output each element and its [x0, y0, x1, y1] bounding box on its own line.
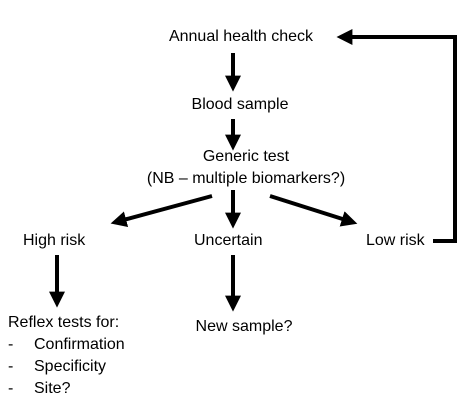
generic-test-title: Generic test — [202, 148, 290, 165]
reflex-item-bullet: - — [8, 380, 14, 397]
generic-test-note: (NB – multiple biomarkers?) — [146, 170, 346, 187]
reflex-item: - Confirmation — [8, 334, 125, 356]
node-uncertain: Uncertain — [194, 232, 263, 249]
node-low-risk: Low risk — [366, 232, 425, 249]
arrow-generic-to-high-risk — [110, 194, 213, 228]
node-annual-health-check: Annual health check — [168, 28, 314, 45]
node-blood-sample: Blood sample — [191, 96, 289, 113]
reflex-item: - Site? — [8, 378, 125, 400]
reflex-item-label: Site? — [34, 380, 71, 397]
reflex-item: - Specificity — [8, 356, 125, 378]
reflex-item-bullet: - — [8, 336, 14, 353]
node-reflex-tests: Reflex tests for: - Confirmation - Specifi… — [8, 312, 125, 400]
node-high-risk: High risk — [23, 232, 86, 249]
arrow-low-risk-loop-to-annual — [336, 29, 457, 243]
reflex-item-label: Specificity — [34, 358, 107, 375]
reflex-item-label: Confirmation — [34, 336, 125, 353]
node-new-sample: New sample? — [195, 318, 293, 335]
node-generic-test: Generic test (NB – multiple biomarkers?) — [147, 146, 345, 190]
arrow-generic-to-low-risk — [269, 194, 358, 227]
reflex-tests-title: Reflex tests for: — [8, 314, 120, 331]
reflex-item-bullet: - — [8, 358, 14, 375]
